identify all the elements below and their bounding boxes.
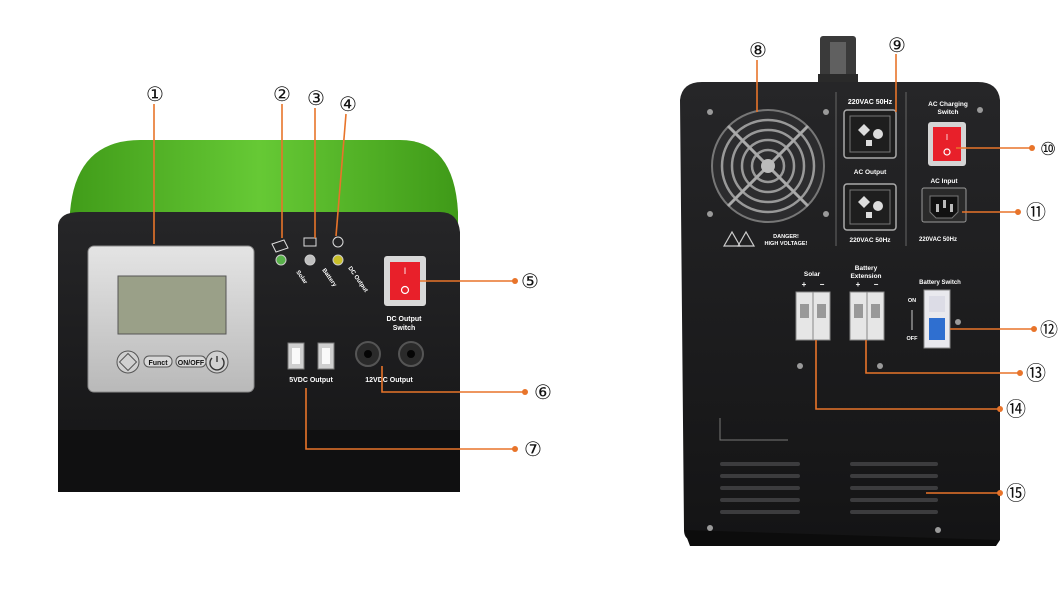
solar-minus: −: [820, 280, 825, 289]
danger-label-2: HIGH VOLTAGE!: [765, 241, 808, 247]
ac-output-bottom-rating: 220VAC 50Hz: [849, 237, 891, 244]
battery-minus: −: [874, 280, 879, 289]
solar-breaker[interactable]: [795, 291, 831, 341]
ac-input-rating: 220VAC 50Hz: [919, 237, 957, 243]
ac-output-top-rating: 220VAC 50Hz: [848, 99, 893, 106]
onoff-button-label: ON/OFF: [178, 360, 205, 367]
front-unit: Funct ON/OFF Solar Battery DC Output I D…: [58, 140, 460, 492]
nav-button[interactable]: [116, 350, 140, 374]
callout-1: ①: [146, 82, 164, 106]
callout-13: ⑬: [1026, 361, 1046, 385]
ac-output-label: AC Output: [854, 169, 887, 176]
dc12-output-label: 12VDC Output: [365, 377, 413, 384]
back-unit: DANGER! HIGH VOLTAGE! 220VAC 50Hz AC Out…: [680, 36, 1000, 546]
solar-plus: +: [802, 280, 807, 289]
ac-charging-label-1: AC Charging: [928, 101, 968, 108]
vent-left: [720, 462, 800, 514]
callout-4: ④: [339, 92, 357, 116]
callout-6: ⑥: [534, 380, 552, 404]
lcd-screen: [117, 275, 227, 335]
callout-11: ⑪: [1026, 200, 1046, 224]
danger-label-1: DANGER!: [773, 234, 799, 240]
dc-switch-label-1: DC Output: [387, 316, 423, 323]
battery-plus: +: [856, 280, 861, 289]
battery-switch-label: Battery Switch: [919, 280, 961, 286]
battery-extension-label-2: Extension: [850, 273, 881, 280]
cooling-fan: [711, 109, 825, 223]
callout-2: ②: [273, 82, 291, 106]
ac-input-socket[interactable]: [921, 187, 967, 223]
dc-switch-label-2: Switch: [393, 325, 416, 332]
ac-charging-label-2: Switch: [938, 109, 959, 116]
callout-8: ⑧: [749, 38, 767, 62]
front-callouts: ① ② ③ ④ ⑤ ⑥ ⑦: [146, 82, 552, 461]
callout-10: ⑩: [1040, 139, 1056, 160]
battery-extension-label-1: Battery: [855, 265, 878, 272]
callout-15: ⑮: [1006, 481, 1026, 505]
callout-7: ⑦: [524, 437, 542, 461]
ac-input-label: AC Input: [930, 178, 958, 185]
usb-output-label: 5VDC Output: [289, 377, 333, 384]
battery-extension-breaker[interactable]: [849, 291, 885, 341]
svg-text:I: I: [404, 266, 407, 276]
vent-right: [850, 462, 938, 514]
solar-label: Solar: [804, 271, 821, 278]
back-callouts: ⑧ ⑨ ⑩ ⑪ ⑫ ⑬ ⑭ ⑮: [749, 33, 1058, 505]
callout-14: ⑭: [1006, 397, 1026, 421]
callout-3: ③: [307, 86, 325, 110]
svg-text:I: I: [946, 133, 948, 142]
callout-12: ⑫: [1040, 320, 1058, 341]
battery-switch[interactable]: [923, 289, 951, 349]
callout-9: ⑨: [888, 33, 906, 57]
battery-switch-on: ON: [908, 298, 916, 304]
funct-button-label: Funct: [148, 360, 168, 367]
ac-socket-1[interactable]: [843, 109, 897, 159]
ac-socket-2[interactable]: [843, 183, 897, 231]
battery-switch-off: OFF: [907, 336, 919, 342]
callout-5: ⑤: [521, 269, 539, 293]
